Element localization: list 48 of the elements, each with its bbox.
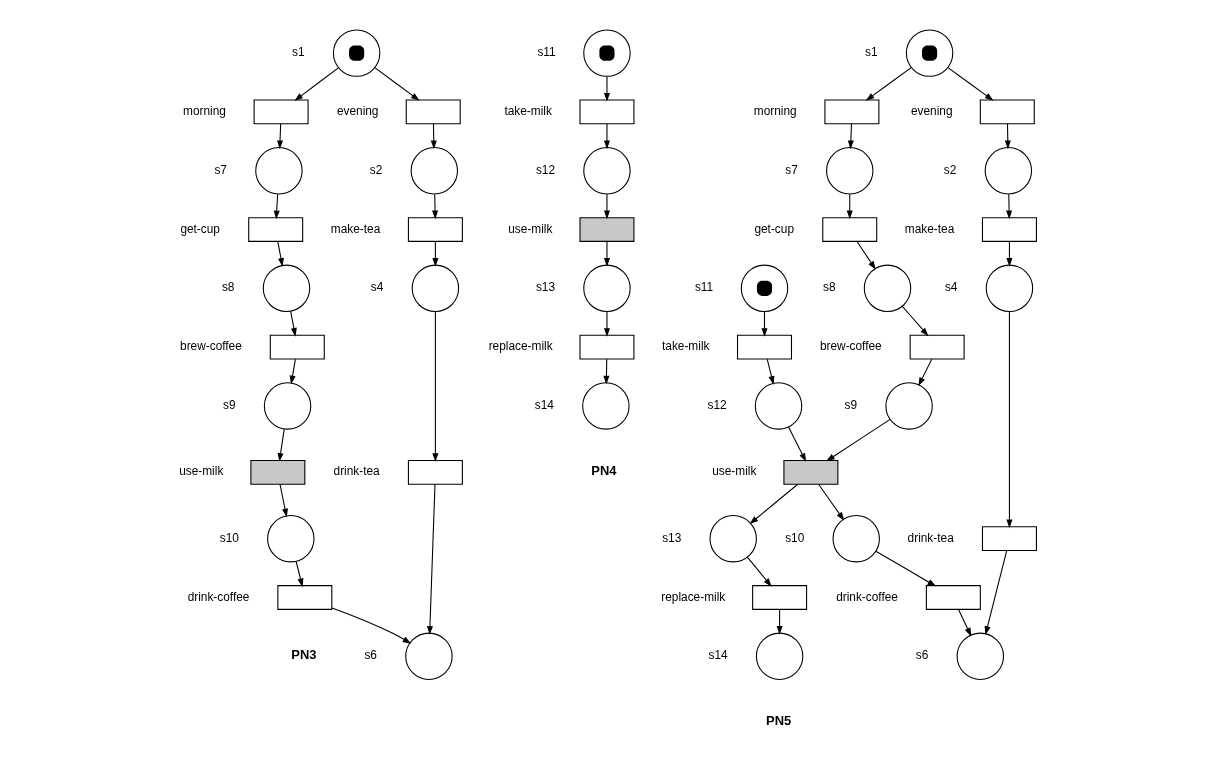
node-label: s7: [784, 162, 798, 177]
node-label: take-milk: [503, 103, 552, 118]
node-label: s1: [291, 45, 305, 60]
label: PN4: [590, 462, 616, 478]
node-label: use-milk: [507, 221, 552, 236]
node-label: drink-tea: [333, 464, 380, 479]
node-label: evening: [336, 103, 378, 118]
node-label: s6: [363, 648, 377, 663]
node-label: s14: [534, 397, 554, 412]
node-label: s9: [844, 397, 857, 412]
node-label: brew-coffee: [179, 339, 242, 354]
node-label: replace-milk: [488, 339, 553, 354]
node-label: replace-milk: [660, 589, 725, 604]
node-label: get-cup: [753, 221, 794, 236]
node-label: take-milk: [661, 339, 709, 354]
node-label: brew-coffee: [819, 339, 882, 354]
node-label: s8: [221, 280, 234, 295]
node-label: s7: [213, 162, 227, 177]
node-label: s1: [864, 45, 878, 60]
node-label: make-tea: [904, 221, 954, 236]
node-label: s2: [943, 162, 956, 177]
node-label: s13: [661, 530, 681, 545]
node-label: s4: [944, 280, 957, 295]
node-label: morning: [753, 103, 797, 118]
label: PN3: [290, 646, 317, 662]
node-label: make-tea: [330, 221, 380, 236]
node-label: s13: [535, 280, 555, 295]
node-label: drink-tea: [907, 530, 954, 545]
node-label: evening: [910, 103, 953, 118]
node-label: drink-coffee: [835, 589, 898, 604]
node-label: s2: [369, 162, 382, 177]
node-label: s12: [706, 397, 727, 412]
node-label: s12: [535, 162, 555, 177]
node-label: s4: [370, 280, 383, 295]
node-label: s6: [915, 648, 928, 663]
node-label: morning: [182, 103, 226, 118]
node-label: s14: [708, 648, 728, 663]
node-label: drink-coffee: [187, 589, 249, 604]
node-label: s10: [219, 530, 239, 545]
label: PN5: [765, 712, 791, 728]
node-label: use-milk: [711, 464, 756, 479]
node-label: s11: [694, 280, 713, 295]
node-label: s11: [536, 45, 556, 60]
node-label: get-cup: [179, 221, 220, 236]
node-label: s10: [784, 530, 804, 545]
node-label: s8: [822, 280, 836, 295]
node-label: s9: [222, 397, 236, 412]
node-label: use-milk: [178, 464, 223, 479]
